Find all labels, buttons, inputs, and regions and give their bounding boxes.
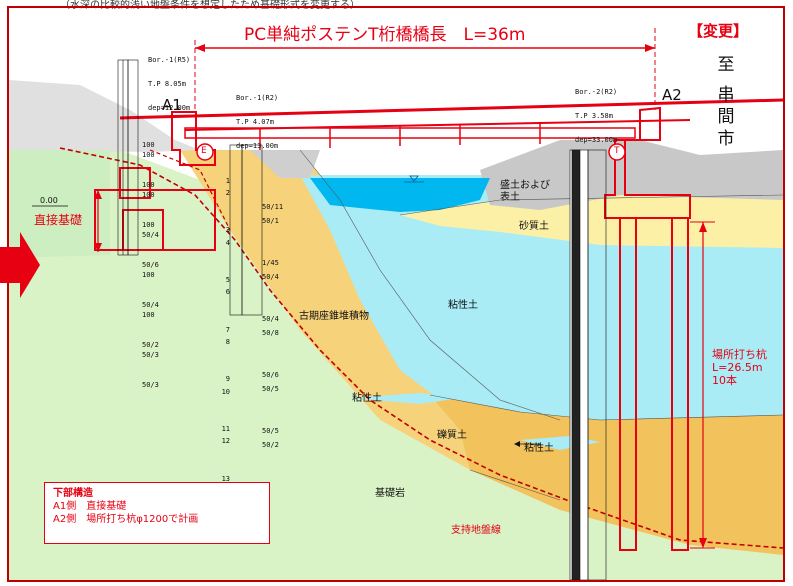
borehole-2-header: Bor.-2(R2) T.P 3.58m dep=33.00m: [575, 88, 618, 144]
borehole-1-column: [117, 59, 139, 256]
a1-abutment: [171, 111, 216, 166]
a1-label: A1: [162, 96, 182, 114]
change-tag: 【変更】: [688, 22, 749, 40]
label-embankment: 盛土および表土: [500, 180, 550, 203]
diagram-frame: [7, 6, 785, 582]
label-clay-upper: 粘性土: [448, 300, 478, 311]
label-clay-lens: 粘性土: [352, 393, 382, 404]
borehole-1r2-column: [229, 144, 263, 316]
direct-foundation-label: 直接基礎: [34, 213, 83, 227]
gravel-zone: [430, 395, 783, 555]
label-gravel: 礫質土: [437, 430, 467, 441]
substructure-legend: 下部構造 A1側 直接基礎 A2側 場所打ち杭φ1200で計画: [44, 482, 270, 544]
a2-abutment: [604, 106, 691, 219]
left-bank: [9, 80, 200, 152]
label-clay-small: 粘性土: [524, 443, 554, 454]
support-ground-line: [59, 147, 783, 549]
legend-title: 下部構造: [53, 488, 93, 499]
legend-line-a1: A1側 直接基礎: [53, 501, 127, 512]
river-water: [310, 178, 490, 212]
label-support-line: 支持地盤線: [451, 525, 501, 536]
marker-left: E: [201, 146, 207, 156]
label-bedrock: 基礎岩: [375, 488, 405, 499]
marker-right: T: [614, 146, 620, 156]
header-fragment: （水深の比較的浅い地盤条件を想定したため基礎形式を変更する）: [60, 0, 360, 11]
bridge-deck: [119, 98, 783, 150]
borehole-1r2-header: Bor.-1(R2) T.P 4.07m dep=13.00m: [236, 94, 279, 150]
a2-piles: [619, 217, 689, 551]
fan-boundary-line: [149, 149, 231, 231]
borehole-1-header: Bor.-1(R5) T.P 8.05m dep=12.00m: [148, 56, 191, 112]
borehole-2-column: [569, 149, 607, 580]
left-slope-grey: [250, 150, 320, 178]
label-sandy: 砂質土: [519, 221, 549, 232]
legend-line-a2: A2側 場所打ち杭φ1200で計画: [53, 514, 199, 525]
left-green-field: [9, 150, 110, 258]
pile-note: 場所打ち杭 L=26.5m 10本: [712, 348, 767, 387]
bridge-title: PC単純ポステンT桁橋橋長 L=36m: [244, 25, 526, 45]
label-old-fan: 古期座錐堆積物: [299, 311, 369, 322]
embankment-zone: [480, 140, 783, 210]
datum-label: 0.00: [40, 196, 58, 205]
a2-label: A2: [662, 86, 682, 104]
left-red-arrow: [0, 232, 40, 298]
direction-label: 至 串 間 市: [717, 55, 735, 149]
